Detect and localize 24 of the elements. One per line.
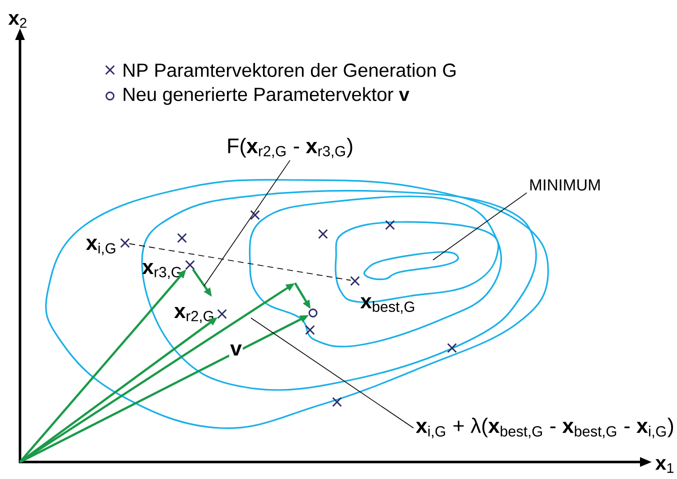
point-cross [332,397,342,407]
point-cross [305,325,315,335]
point-cross [318,229,328,239]
point-cross [350,276,360,286]
point-cross [250,210,260,220]
leader-line [432,192,528,260]
axis-label: x$_{1}$ [655,459,674,473]
leader-line [204,160,290,286]
edge-label: v [230,344,242,356]
point-cross [385,220,395,230]
point-cross [447,343,457,353]
point-cross [177,233,187,243]
legend-text: NP Paramtervektoren der Generation G [124,63,456,77]
leader-line [250,318,414,428]
annotation-text: F(x$_{r2,G}$ - x$_{r3,G}$) [228,138,352,158]
point-cross [217,309,227,319]
annotation-text: MINIMUM [530,179,600,191]
point-cross [120,238,130,248]
point-label: x$_{i,G}$ [86,238,116,256]
axis-label: x$_{2}$ [8,14,26,28]
legend-text: Neu generierte Parametervektor v [124,87,410,105]
annotation-text: x$_{i,G}$ + λ(x$_{best,G}$ - x$_{best,G}$ - x$_{i,G}$) [416,418,674,438]
point-cross [185,260,195,270]
point-circle [308,308,318,318]
